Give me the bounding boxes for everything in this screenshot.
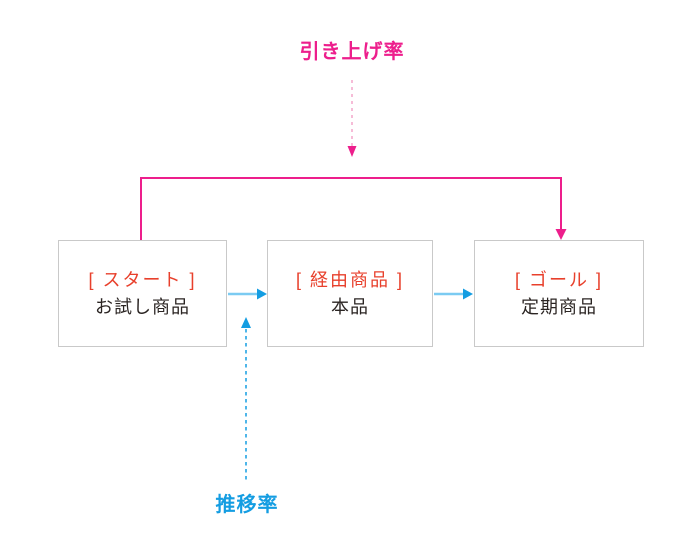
transition-rate-label: 推移率 — [215, 494, 279, 516]
pullup-rate-label: 引き上げ率 — [299, 41, 405, 63]
via-box-tag: [ 経由商品 ] — [295, 270, 404, 290]
goal-box-title: 定期商品 — [521, 297, 597, 317]
via-box-title: 本品 — [331, 297, 369, 317]
goal-box: [ ゴール ] 定期商品 — [474, 240, 644, 347]
start-box-title: お試し商品 — [95, 297, 190, 317]
transition-pointer-arrowhead-icon — [241, 317, 251, 328]
flow-arrow-1-arrowhead-icon — [257, 288, 267, 300]
pullup-connector-arrowhead-icon — [555, 229, 567, 240]
flow-arrow-2-arrowhead-icon — [463, 288, 473, 300]
via-box: [ 経由商品 ] 本品 — [267, 240, 433, 347]
start-box: [ スタート ] お試し商品 — [58, 240, 227, 347]
goal-box-tag: [ ゴール ] — [514, 270, 603, 290]
pullup-pointer-arrowhead-icon — [347, 146, 357, 157]
start-box-tag: [ スタート ] — [88, 270, 197, 290]
pullup-connector-line — [140, 177, 562, 240]
